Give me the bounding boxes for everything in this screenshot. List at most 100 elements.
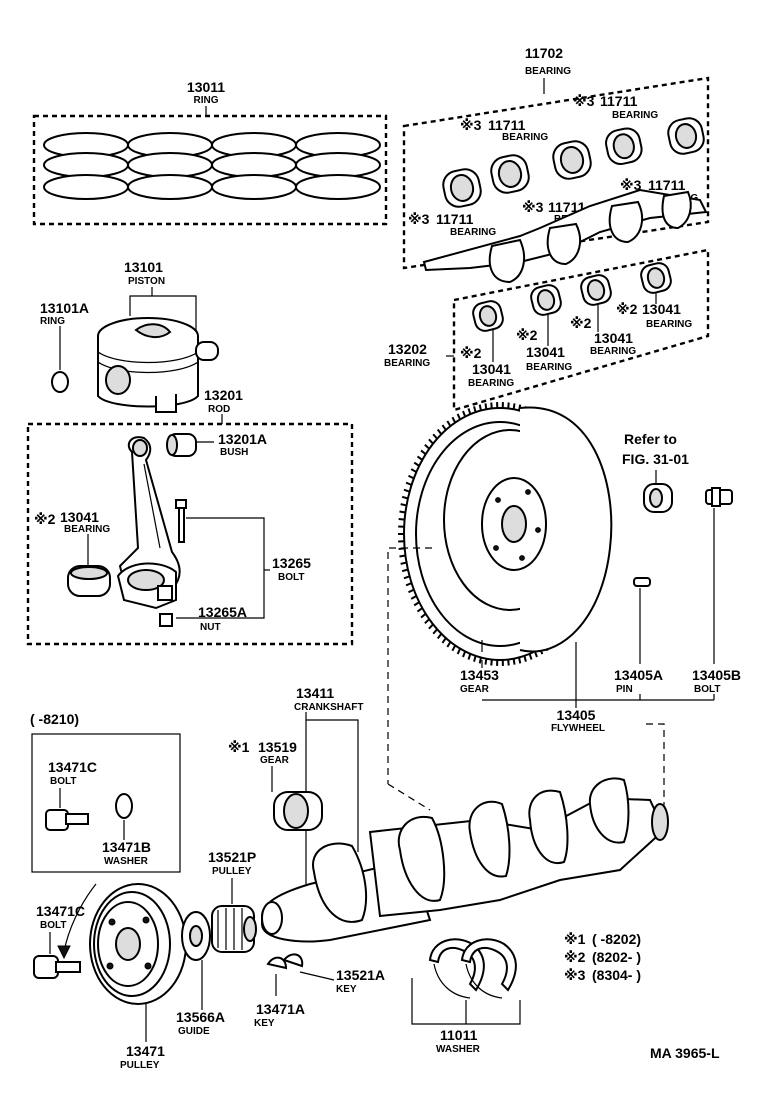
thrust-washer-name: WASHER: [436, 1044, 481, 1055]
bush-number: 13201A: [218, 431, 267, 447]
piston-illustration: [97, 317, 219, 413]
rod-nut-illustration: [159, 613, 173, 627]
flywheel-illustration: [398, 402, 613, 666]
ring-gear-tooth: [424, 444, 430, 450]
legend-mark-3: ※3: [564, 967, 586, 983]
ring-gear-tooth: [451, 644, 457, 652]
flywheel-name: FLYWHEEL: [551, 723, 605, 734]
rod-bearing-a-mark: ※2: [616, 301, 638, 317]
refer-line-1[interactable]: Refer to: [624, 431, 677, 447]
pulley-guide-number: 13566A: [176, 1009, 225, 1025]
ring-gear-tooth: [507, 659, 510, 666]
ring-gear-tooth: [462, 410, 467, 417]
ring-gear-tooth: [399, 510, 406, 514]
refer-line-2[interactable]: FIG. 31-01: [622, 451, 689, 467]
ring-gear-tooth: [401, 568, 409, 573]
ring-gear-tooth: [410, 468, 417, 473]
legend-range-3: (8304- ): [592, 967, 641, 983]
ring-gear-tooth: [507, 402, 510, 409]
pilot-bearing-illustration: [643, 483, 673, 513]
crankshaft-name: CRANKSHAFT: [294, 702, 363, 713]
bush-illustration: [166, 433, 197, 457]
ring-gear-tooth: [428, 623, 434, 630]
inset-bolt-name: BOLT: [50, 776, 76, 787]
rod-bearing-c-name: BEARING: [526, 362, 572, 373]
ring-gear-tooth: [416, 455, 423, 461]
ring-gear-tooth: [432, 628, 438, 635]
ring-gear-tooth: [473, 655, 477, 662]
rod-name: ROD: [208, 404, 230, 415]
rod-bearing-set-name: BEARING: [384, 358, 430, 369]
crank-pulley-illustration: [89, 883, 187, 1005]
ring-gear-tooth: [484, 403, 488, 410]
bearing-b-name: BEARING: [502, 132, 548, 143]
flywheel-group: Refer to FIG. 31-01 13453 GEAR 13405A PI…: [387, 402, 741, 820]
timing-gear-group: ※1 13519 GEAR: [228, 739, 323, 831]
flywheel-right-axis: [646, 723, 665, 820]
ring-gear-tooth: [413, 601, 420, 607]
rod-bearing-frame: [452, 248, 710, 412]
ring-set-name: RING: [194, 95, 219, 106]
ring-gear-tooth: [451, 416, 457, 424]
bearing-b-mark: ※3: [460, 117, 482, 133]
ring-gear-tooth: [456, 413, 462, 420]
piston-ring-small: [51, 371, 69, 393]
main-bearing-shells: [442, 117, 705, 208]
piston-ring-name: RING: [40, 316, 65, 327]
rod-bearing-c-mark: ※2: [516, 327, 538, 343]
ring-gear-tooth: [518, 404, 522, 411]
crank-key-illustration: [266, 953, 304, 970]
timing-gear-mark: ※1: [228, 739, 250, 755]
ring-set-frame: [32, 114, 388, 226]
rod-bearing-a-number: 13041: [642, 301, 681, 317]
timing-gear-number: 13519: [258, 739, 297, 755]
rod-bearing-group: 13202 BEARING ※2 13041 BEARING ※2 13041 …: [384, 248, 710, 412]
ring-gear-tooth: [490, 659, 493, 666]
crank-pulley-number: 13471: [126, 1043, 165, 1059]
timing-pulley-number: 13521P: [208, 849, 256, 865]
ring-gear-tooth: [528, 653, 533, 660]
crankshaft-illustration: [261, 777, 669, 943]
bearing-e-mark: ※3: [408, 211, 430, 227]
legend-mark-2: ※2: [564, 949, 586, 965]
rod-number: 13201: [204, 387, 243, 403]
ring-gear-tooth: [484, 658, 488, 665]
ring-gear-tooth: [420, 612, 427, 619]
ring-gear-number: 13453: [460, 667, 499, 683]
ring-gear-tooth: [467, 653, 472, 660]
bearing-e-number: 11711: [436, 211, 474, 227]
ring-gear-tooth: [446, 641, 452, 648]
timing-pulley-name: PULLEY: [212, 866, 252, 877]
rod-bolt-name: BOLT: [278, 572, 304, 583]
piston-number: 13101: [124, 259, 163, 275]
ring-gear-tooth: [420, 449, 427, 456]
ring-gear-tooth: [424, 618, 430, 624]
pulley-bolt-name: BOLT: [40, 920, 66, 931]
bearing-a-mark: ※3: [573, 93, 595, 109]
inset-washer-number: 13471B: [102, 839, 151, 855]
rod-bearing-inset-name: BEARING: [64, 524, 110, 535]
ring-gear-tooth: [398, 517, 405, 521]
rod-bearing-d-mark: ※2: [460, 345, 482, 361]
bearing-c-mark: ※3: [620, 177, 642, 193]
flywheel-axis-line: [387, 547, 432, 784]
ring-gear-tooth: [432, 433, 438, 440]
crankshaft-number: 13411: [296, 685, 334, 701]
timing-pulley-illustration: [211, 905, 257, 953]
ring-gear-tooth: [401, 495, 409, 500]
ring-gear-tooth: [462, 651, 467, 658]
flywheel-bolt-illustration: [705, 487, 733, 507]
rod-bolt-illustration: [175, 499, 187, 543]
pulley-key-number: 13471A: [256, 1001, 305, 1017]
diagram-reference: MA 3965-L: [650, 1045, 720, 1061]
pulley-bolt-number: 13471C: [36, 903, 85, 919]
rod-bearing-d-name: BEARING: [468, 378, 514, 389]
rod-bearing-inset-mark: ※2: [34, 511, 56, 527]
pulley-guide-illustration: [181, 911, 211, 961]
ring-gear-tooth: [512, 658, 516, 665]
ring-gear-tooth: [518, 657, 522, 664]
rod-bearing-b-mark: ※2: [570, 315, 592, 331]
main-bearing-group: 11702 BEARING ※3 11711 BEARING ※3 11711 …: [402, 45, 710, 284]
flywheel-bolt-name: BOLT: [694, 684, 720, 695]
